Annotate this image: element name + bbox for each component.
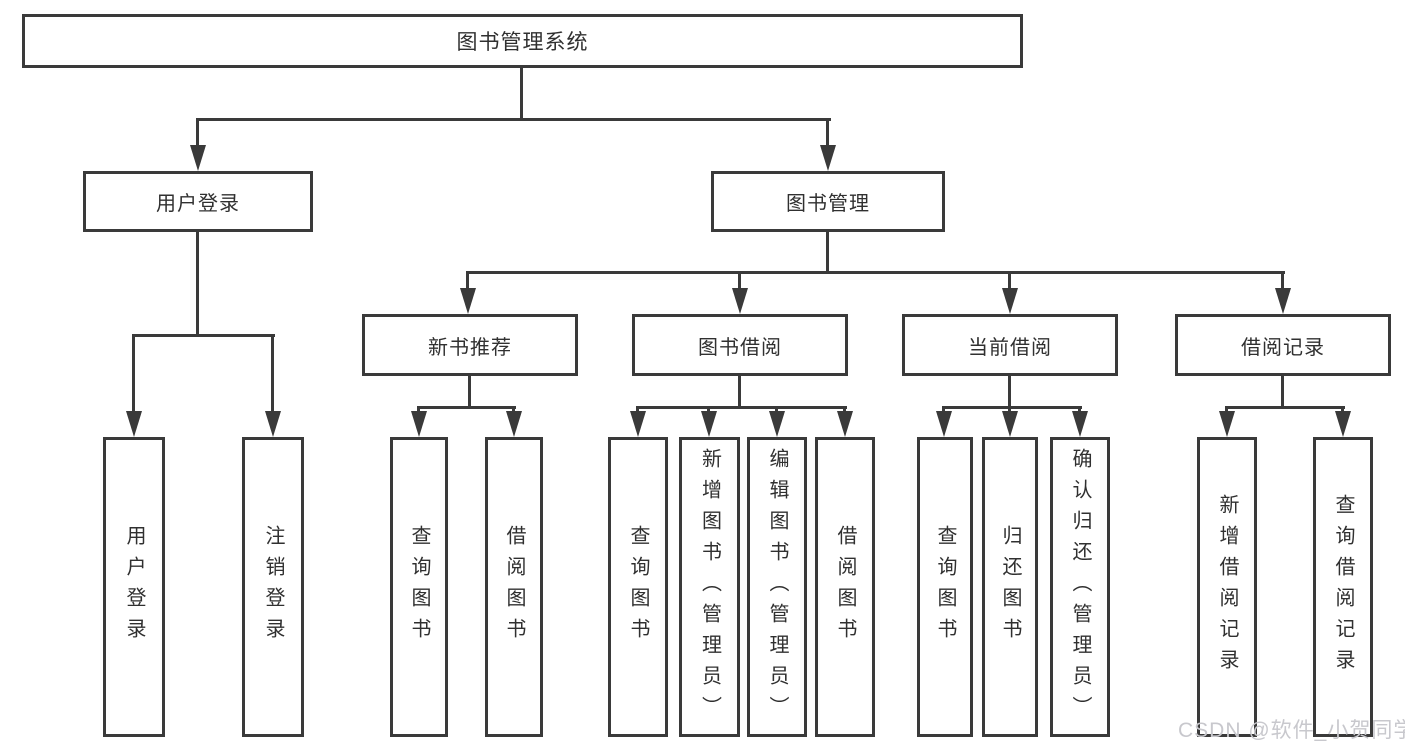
connector-drop-book-mgmt: [826, 118, 829, 150]
leaf-bb-edit-books-admin-label: 编辑图书（管理员）: [766, 447, 788, 727]
connector-drop-rec-add: [1225, 406, 1228, 414]
arrow-down-icon: [411, 411, 427, 437]
arrow-down-icon: [126, 411, 142, 437]
leaf-bb-add-books-admin: 新增图书（管理员）: [679, 437, 740, 737]
leaf-bb-edit-books-admin: 编辑图书（管理员）: [747, 437, 807, 737]
connector-level1-branch: [197, 118, 831, 121]
node-current-borrowing: 当前借阅: [902, 314, 1118, 376]
connector-drop-bb-add: [707, 406, 710, 414]
node-current-borrowing-label: 当前借阅: [968, 336, 1052, 359]
leaf-bb-add-books-admin-label: 新增图书（管理员）: [698, 447, 721, 727]
connector-new-books-stem: [468, 375, 471, 409]
leaf-rec-query-record: 查询借阅记录: [1313, 437, 1373, 737]
leaf-bb-query-books: 查询图书: [608, 437, 668, 737]
node-root: 图书管理系统: [22, 14, 1023, 68]
arrow-down-icon: [1335, 411, 1351, 437]
connector-user-login-stem: [196, 231, 199, 337]
leaf-cur-return-books-label: 归还图书: [999, 525, 1021, 649]
node-book-borrowing-label: 图书借阅: [698, 336, 782, 359]
arrow-down-icon: [820, 145, 836, 171]
connector-drop-bb-query: [636, 406, 639, 414]
node-new-book-recommend: 新书推荐: [362, 314, 578, 376]
leaf-user-login-label: 用户登录: [123, 525, 145, 649]
node-root-label: 图书管理系统: [456, 31, 589, 54]
leaf-cur-return-books: 归还图书: [982, 437, 1038, 737]
leaf-nb-query-books: 查询图书: [390, 437, 448, 737]
connector-drop-records: [1281, 271, 1284, 291]
connector-borrowing-branch: [637, 406, 847, 409]
arrow-down-icon: [190, 145, 206, 171]
leaf-bb-borrow-books-label: 借阅图书: [834, 525, 856, 649]
leaf-bb-borrow-books: 借阅图书: [815, 437, 875, 737]
connector-drop-bb-borrow: [843, 406, 846, 414]
connector-drop-login: [132, 334, 135, 413]
node-borrowing-records: 借阅记录: [1175, 314, 1391, 376]
connector-drop-new-books: [466, 271, 469, 291]
arrow-down-icon: [837, 411, 853, 437]
arrow-down-icon: [1072, 411, 1088, 437]
connector-root-stem: [520, 66, 523, 121]
connector-drop-rec-query: [1341, 406, 1344, 414]
node-book-borrowing: 图书借阅: [632, 314, 848, 376]
connector-borrowing-stem: [738, 375, 741, 409]
leaf-rec-add-record-label: 新增借阅记录: [1216, 494, 1238, 680]
connector-new-books-branch: [418, 406, 516, 409]
connector-drop-user-login: [196, 118, 199, 150]
leaf-cur-query-books: 查询图书: [917, 437, 973, 737]
node-book-management-label: 图书管理: [786, 193, 870, 215]
leaf-nb-borrow-books-label: 借阅图书: [503, 525, 525, 649]
arrow-down-icon: [460, 288, 476, 314]
connector-drop-nb-query: [417, 406, 420, 414]
arrow-down-icon: [1002, 411, 1018, 437]
connector-drop-cur-confirm: [1078, 406, 1081, 414]
node-user-login-label: 用户登录: [156, 193, 240, 215]
arrow-down-icon: [701, 411, 717, 437]
connector-current-stem: [1008, 375, 1011, 409]
arrow-down-icon: [265, 411, 281, 437]
arrow-down-icon: [630, 411, 646, 437]
arrow-down-icon: [769, 411, 785, 437]
node-book-management: 图书管理: [711, 171, 945, 232]
connector-drop-borrowing: [738, 271, 741, 291]
connector-drop-current: [1008, 271, 1011, 291]
arrow-down-icon: [732, 288, 748, 314]
leaf-logout-label: 注销登录: [262, 525, 284, 649]
arrow-down-icon: [506, 411, 522, 437]
leaf-nb-query-books-label: 查询图书: [408, 525, 430, 649]
connector-level3-branch: [467, 271, 1285, 274]
leaf-bb-query-books-label: 查询图书: [627, 525, 649, 649]
arrow-down-icon: [1219, 411, 1235, 437]
leaf-cur-confirm-return-admin: 确认归还（管理员）: [1050, 437, 1110, 737]
connector-book-mgmt-stem: [826, 231, 829, 274]
connector-drop-nb-borrow: [512, 406, 515, 414]
connector-user-login-branch: [133, 334, 275, 337]
leaf-rec-add-record: 新增借阅记录: [1197, 437, 1257, 737]
node-user-login: 用户登录: [83, 171, 313, 232]
leaf-rec-query-record-label: 查询借阅记录: [1332, 494, 1354, 680]
connector-records-branch: [1226, 406, 1345, 409]
connector-drop-cur-query: [942, 406, 945, 414]
node-borrowing-records-label: 借阅记录: [1241, 336, 1325, 359]
leaf-logout: 注销登录: [242, 437, 304, 737]
connector-drop-logout: [271, 334, 274, 413]
arrow-down-icon: [1275, 288, 1291, 314]
leaf-cur-confirm-return-admin-label: 确认归还（管理员）: [1069, 447, 1091, 727]
connector-drop-bb-edit: [775, 406, 778, 414]
leaf-user-login: 用户登录: [103, 437, 165, 737]
csdn-watermark: CSDN @软件_小贺同学: [1178, 719, 1405, 742]
connector-drop-cur-return: [1008, 406, 1011, 414]
arrow-down-icon: [1002, 288, 1018, 314]
leaf-nb-borrow-books: 借阅图书: [485, 437, 543, 737]
node-new-book-recommend-label: 新书推荐: [428, 336, 512, 359]
connector-records-stem: [1281, 375, 1284, 409]
arrow-down-icon: [936, 411, 952, 437]
leaf-cur-query-books-label: 查询图书: [934, 525, 956, 649]
connector-current-branch: [943, 406, 1082, 409]
